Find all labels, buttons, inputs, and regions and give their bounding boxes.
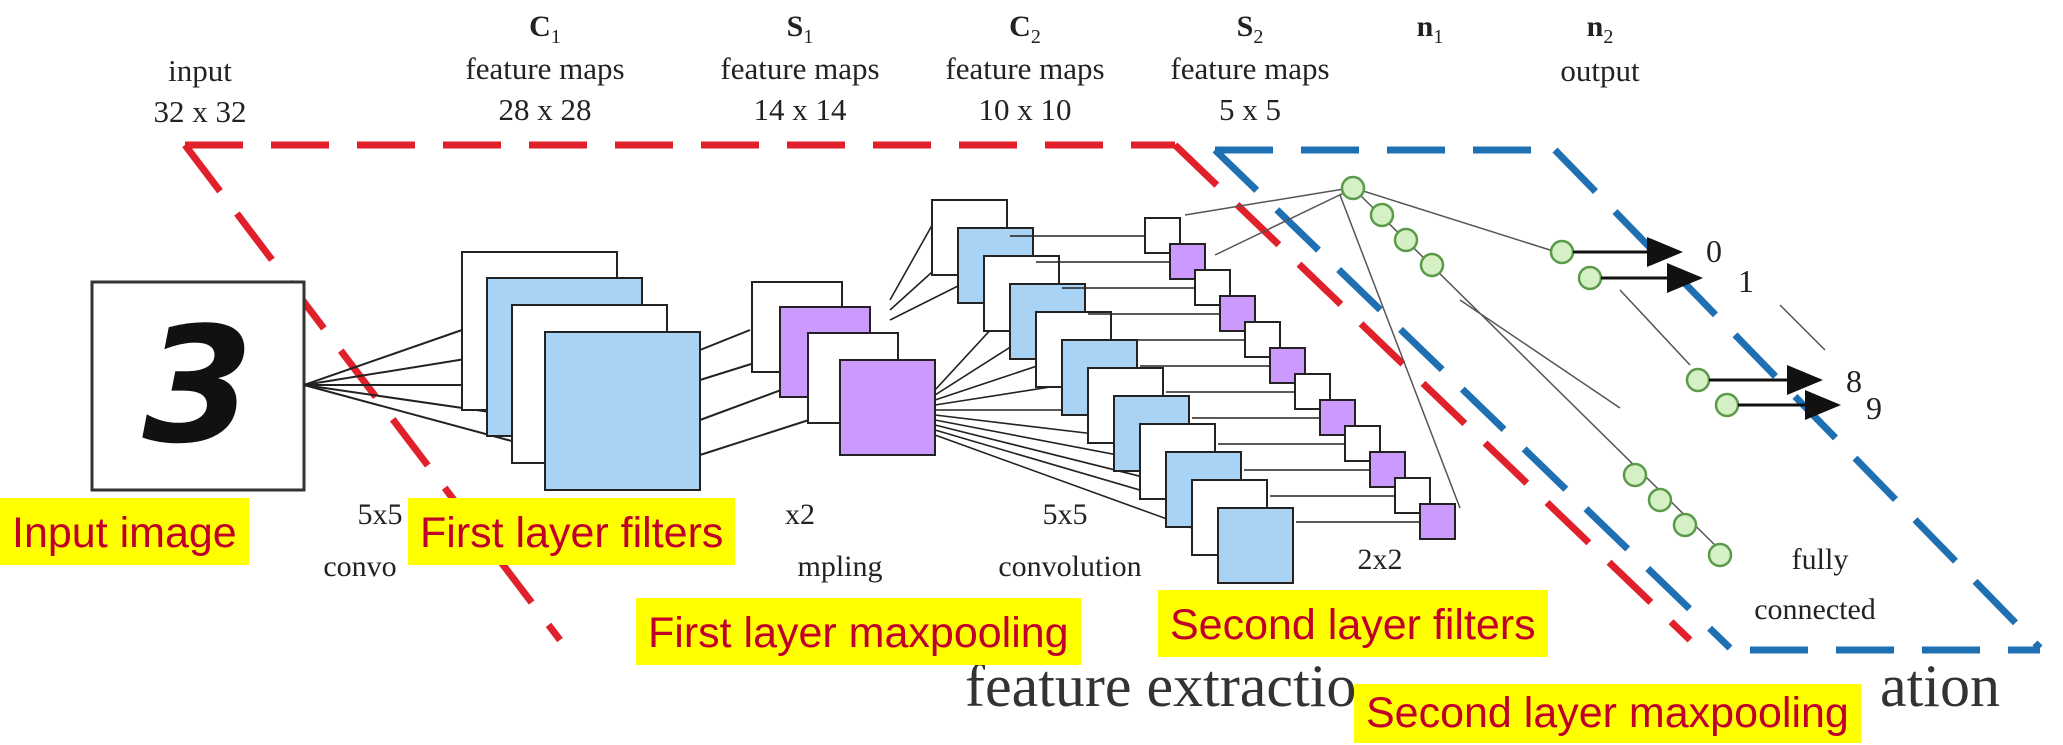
output-label-1: 1 — [1738, 263, 1754, 299]
pool2-label: 2x2 — [1357, 543, 1403, 576]
fc-label: fully — [1791, 543, 1849, 576]
s2-feature-map — [1419, 503, 1456, 540]
conv1-sub-label: convo — [323, 550, 397, 583]
annotation-first-layer-filters: First layer filters — [408, 498, 736, 565]
header-c2: C2 feature maps 10 x 10 — [945, 10, 1105, 128]
fc-sub-label: connected — [1754, 593, 1876, 626]
conv1-label: 5x5 — [357, 498, 403, 531]
pool1-sub-label: mpling — [797, 550, 883, 583]
s2-to-n1-connections — [1184, 187, 1826, 551]
pool1-label: x2 — [785, 498, 815, 531]
output-arrows — [1573, 237, 1841, 420]
annotation-second-layer-filters: Second layer filters — [1158, 590, 1548, 657]
header-c1: C1 feature maps 28 x 28 — [465, 10, 625, 128]
output-label-9: 9 — [1866, 390, 1882, 426]
input-image — [90, 280, 306, 492]
c1-feature-maps — [461, 251, 701, 491]
header-n2: n2 output — [1560, 10, 1640, 89]
n1-neurons — [1340, 175, 1733, 568]
feature-extraction-label: feature extractio — [965, 653, 1357, 719]
header-n1: n1 — [1416, 10, 1444, 49]
output-label-0: 0 — [1706, 233, 1722, 269]
input-digit: 3 — [142, 292, 254, 479]
header-s1: S1 feature maps 14 x 14 — [720, 10, 880, 128]
annotation-second-layer-maxpooling: Second layer maxpooling — [1354, 684, 1861, 743]
c2-feature-maps — [931, 199, 1294, 584]
header-input: input 32 x 32 — [153, 53, 247, 129]
annotation-input-image: Input image — [0, 498, 249, 565]
classification-region — [1212, 146, 2043, 654]
conv2-sub-label: convolution — [998, 550, 1142, 583]
s2-feature-maps — [1010, 217, 1456, 540]
header-s2: S2 feature maps 5 x 5 — [1170, 10, 1330, 128]
classification-label: ation — [1880, 653, 2000, 719]
conv2-label: 5x5 — [1042, 498, 1088, 531]
c2-feature-map — [1217, 507, 1294, 584]
annotation-first-layer-maxpooling: First layer maxpooling — [636, 598, 1081, 665]
s1-feature-maps — [751, 281, 936, 456]
output-label-8: 8 — [1846, 363, 1862, 399]
